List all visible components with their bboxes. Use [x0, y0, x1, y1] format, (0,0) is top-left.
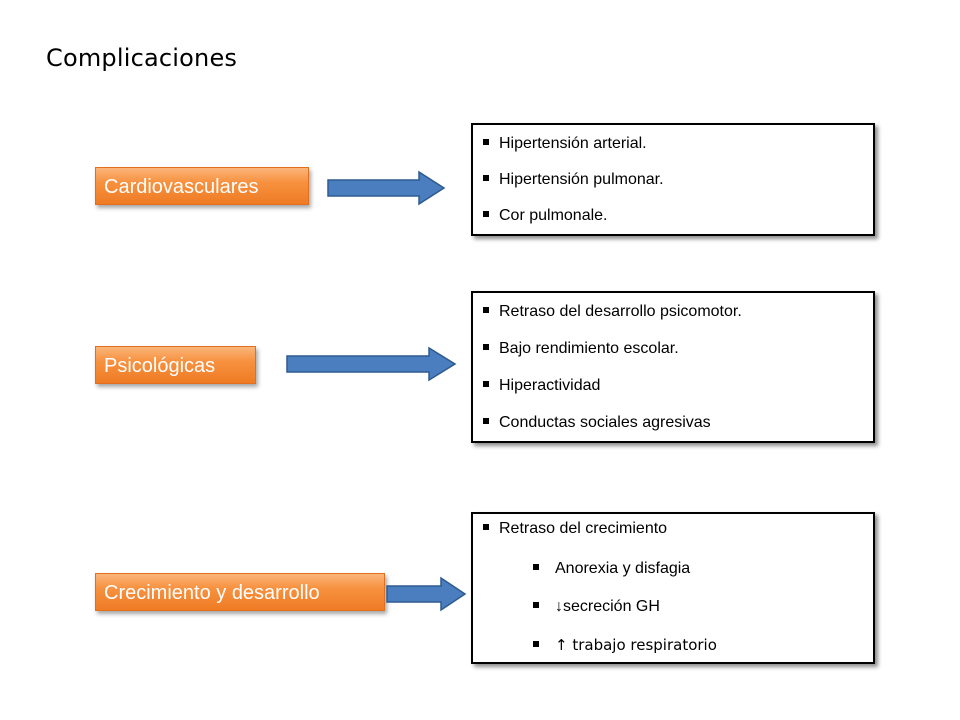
list-item: Hiperactividad [483, 377, 600, 395]
sub-list-item: Anorexia y disfagia [533, 560, 690, 578]
page-title: Complicaciones [46, 44, 238, 72]
list-item: Cor pulmonale. [483, 207, 608, 225]
bullet-icon [483, 210, 489, 217]
bullet-icon [533, 640, 539, 647]
list-item: Hipertensión arterial. [483, 135, 647, 153]
list-item: Retraso del desarrollo psicomotor. [483, 303, 742, 321]
bullet-icon [483, 523, 489, 530]
bullet-icon [533, 563, 539, 570]
bullet-icon [483, 417, 489, 424]
bullet-icon [483, 380, 489, 387]
list-item: Bajo rendimiento escolar. [483, 340, 679, 358]
sub-list-item: ↑ trabajo respiratorio [533, 636, 717, 655]
list-item: Conductas sociales agresivas [483, 414, 711, 432]
detail-box-psicologicas: Retraso del desarrollo psicomotor. Bajo … [471, 291, 875, 443]
list-item: Retraso del crecimiento [483, 520, 667, 538]
bullet-icon [483, 138, 489, 145]
arrow-icon [327, 170, 446, 206]
sub-list-item: ↓secreción GH [533, 598, 660, 616]
arrow-icon [286, 346, 457, 382]
detail-box-crecimiento: Retraso del crecimiento Anorexia y disfa… [471, 512, 875, 664]
bullet-icon [483, 343, 489, 350]
bullet-icon [533, 601, 539, 608]
category-label-psicologicas: Psicológicas [95, 346, 256, 384]
bullet-icon [483, 306, 489, 313]
category-label-cardiovasculares: Cardiovasculares [95, 167, 309, 205]
arrow-icon [386, 576, 467, 612]
bullet-icon [483, 174, 489, 181]
category-label-crecimiento: Crecimiento y desarrollo [95, 573, 385, 611]
list-item: Hipertensión pulmonar. [483, 171, 664, 189]
detail-box-cardiovasculares: Hipertensión arterial. Hipertensión pulm… [471, 123, 875, 236]
